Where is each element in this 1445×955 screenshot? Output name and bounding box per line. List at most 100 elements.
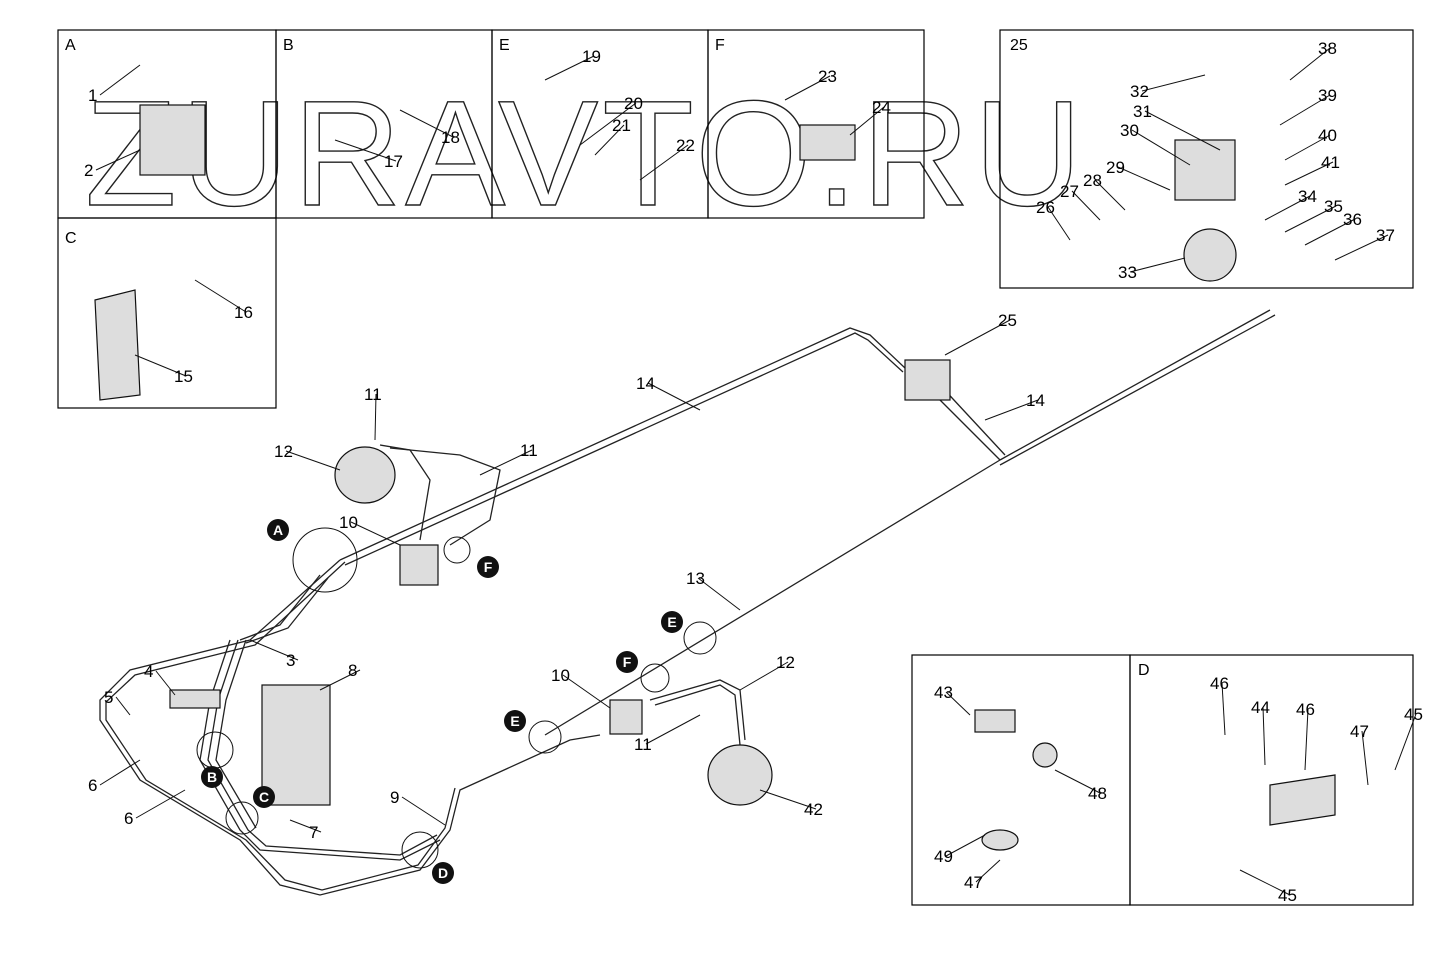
callout-33: 33 (1118, 263, 1137, 282)
leader-line (1284, 205, 1337, 233)
callout-8: 8 (348, 661, 357, 680)
svg-text:D: D (438, 865, 448, 881)
callout-3: 3 (286, 651, 295, 670)
leader-line (784, 75, 831, 101)
leader-line (95, 149, 141, 171)
callout-45: 45 (1278, 886, 1297, 905)
part-43-plug (1032, 742, 1058, 768)
leader-line (135, 789, 186, 819)
part-24-fitting (799, 124, 856, 161)
callout-38: 38 (1318, 39, 1337, 58)
part-a-valve (139, 104, 206, 176)
leader-line (1289, 47, 1331, 81)
callout-39: 39 (1318, 86, 1337, 105)
callout-22: 22 (676, 136, 695, 155)
leader-line (155, 670, 176, 696)
leader-line (1304, 218, 1356, 246)
leader-line (1239, 869, 1291, 896)
leader-line (1129, 257, 1186, 273)
callout-32: 32 (1130, 82, 1149, 101)
leader-line (374, 393, 377, 441)
leader-line (739, 661, 789, 691)
leader-line (849, 106, 885, 136)
panel-label-25: 25 (1010, 37, 1028, 54)
callout-5: 5 (104, 688, 113, 707)
callout-12: 12 (776, 653, 795, 672)
callout-47: 47 (1350, 722, 1369, 741)
callout-34: 34 (1298, 187, 1317, 206)
callout-44: 44 (1251, 698, 1270, 717)
detail-marker-A: A (267, 519, 289, 541)
leader-line (984, 399, 1039, 421)
callout-23: 23 (818, 67, 837, 86)
callout-4: 4 (144, 662, 153, 681)
part-15-plate (94, 289, 141, 401)
bracket-8 (261, 684, 331, 806)
leader-line (1264, 195, 1311, 221)
brake-chamber-upper (334, 446, 396, 504)
callout-12: 12 (274, 442, 293, 461)
panel-label-A: A (65, 37, 76, 54)
svg-text:E: E (667, 614, 676, 630)
part-33-cap (1183, 228, 1237, 282)
leader-line (1131, 129, 1191, 166)
leader-line (1141, 74, 1206, 92)
leader-line (1284, 161, 1334, 186)
detail-panels (57, 29, 1414, 906)
part-25-body (1174, 139, 1236, 201)
callout-27: 27 (1060, 182, 1079, 201)
svg-text:F: F (484, 559, 493, 575)
leader-line (945, 691, 971, 716)
leader-line (319, 669, 361, 691)
panel-d (1129, 654, 1414, 906)
leader-line (289, 819, 322, 833)
callout-6: 6 (88, 776, 97, 795)
svg-text:F: F (623, 654, 632, 670)
leader-line (194, 279, 247, 313)
panel-label-E: E (499, 37, 510, 54)
callout-11: 11 (520, 441, 538, 460)
brake-chamber-lower (707, 744, 773, 806)
svg-text:B: B (207, 769, 217, 785)
leader-line (1279, 94, 1331, 126)
leader-line (1047, 206, 1071, 241)
leader-line (285, 450, 341, 471)
panel-f (707, 29, 925, 219)
callout-10: 10 (551, 666, 570, 685)
leader-line (639, 144, 689, 181)
detail-circles (196, 527, 717, 869)
callout-37: 37 (1376, 226, 1395, 245)
watermark-logo: ZURAVTO.RU (85, 69, 1086, 237)
detail-marker-C: C (253, 786, 275, 808)
callout-26: 26 (1036, 198, 1055, 217)
leader-line (1361, 730, 1369, 786)
leader-line (350, 521, 401, 546)
leader-line (1054, 769, 1101, 794)
part-49-strap (981, 829, 1019, 851)
leader-line (1334, 234, 1389, 261)
callout-21: 21 (612, 116, 631, 135)
leader-line (1094, 179, 1126, 211)
leader-line (1144, 110, 1221, 151)
callout-46: 46 (1296, 700, 1315, 719)
leader-line (134, 354, 187, 377)
components (94, 104, 1336, 851)
panel-label-D: D (1138, 662, 1150, 679)
callout-42: 42 (804, 800, 823, 819)
leader-line (544, 55, 595, 81)
detail-marker-D: D (432, 862, 454, 884)
clamp-4 (169, 689, 221, 709)
detail-marker-B: B (201, 766, 223, 788)
callout-48: 48 (1088, 784, 1107, 803)
pipework (99, 309, 1276, 896)
leader-line (399, 109, 454, 138)
leader-line (479, 449, 533, 476)
panel-c (57, 217, 277, 409)
callout-20: 20 (624, 94, 643, 113)
panel-label-C: C (65, 230, 77, 247)
leader-line (334, 139, 397, 162)
callout-2: 2 (84, 161, 93, 180)
leader-line (1262, 706, 1266, 766)
leader-line (1284, 134, 1331, 161)
callout-7: 7 (309, 823, 318, 842)
